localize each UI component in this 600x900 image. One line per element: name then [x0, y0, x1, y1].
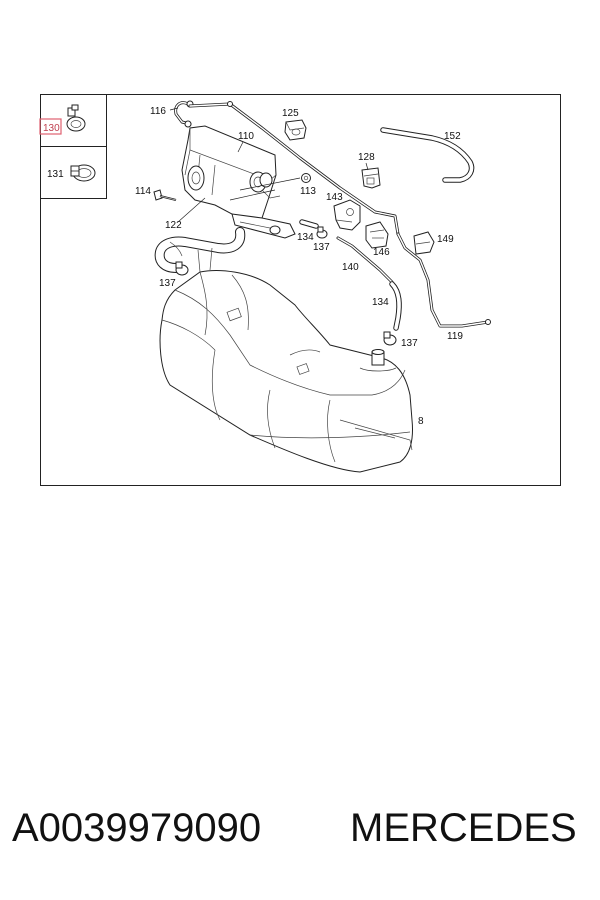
vent-line-long	[188, 101, 400, 236]
fuel-tank-8	[159, 270, 413, 473]
clamp-137-lower-right	[383, 331, 397, 346]
callout-128[interactable]: 128	[358, 152, 375, 163]
hose-134-upper	[299, 219, 319, 229]
callout-137-lower-right[interactable]: 137	[401, 338, 418, 349]
clip-146	[365, 221, 389, 249]
callout-131[interactable]: 131	[47, 169, 64, 180]
clamp-137-upper	[316, 226, 328, 239]
hose-152	[380, 127, 475, 183]
callout-110[interactable]: 110	[238, 131, 254, 142]
callout-114[interactable]: 114	[135, 186, 151, 197]
callout-119[interactable]: 119	[447, 331, 463, 342]
footer: A0039979090 MERCEDES	[0, 800, 600, 860]
callout-134-upper[interactable]: 134	[297, 232, 314, 243]
callout-134-lower[interactable]: 134	[372, 297, 389, 308]
callout-130[interactable]: 130	[43, 123, 60, 134]
inset-panel	[40, 94, 107, 199]
pipe-119	[396, 232, 491, 328]
callout-143[interactable]: 143	[326, 192, 343, 203]
clip-128	[361, 167, 381, 189]
nut-113	[301, 173, 311, 183]
rubber-mount-125	[284, 119, 307, 141]
callout-152[interactable]: 152	[444, 131, 461, 142]
callout-116[interactable]: 116	[150, 106, 166, 117]
callout-8[interactable]: 8	[418, 416, 424, 427]
brand-name: MERCEDES	[350, 806, 577, 850]
hose-clamp-131-icon	[70, 164, 96, 182]
callout-125[interactable]: 125	[282, 108, 299, 119]
hose-122	[154, 227, 246, 273]
hose-134-lower	[389, 281, 402, 331]
pipe-140	[336, 236, 394, 284]
clip-149	[413, 231, 435, 255]
callout-122[interactable]: 122	[165, 220, 182, 231]
screw-114	[153, 189, 177, 201]
bracket-143	[333, 199, 361, 231]
callout-137-lower-left[interactable]: 137	[159, 278, 176, 289]
callout-137-upper[interactable]: 137	[313, 242, 330, 253]
charcoal-canister-110	[181, 125, 296, 239]
callout-130-highlight[interactable]	[39, 118, 62, 135]
part-number: A0039979090	[12, 806, 262, 850]
callout-113[interactable]: 113	[300, 186, 316, 197]
callout-149[interactable]: 149	[437, 234, 454, 245]
callout-146[interactable]: 146	[373, 247, 390, 258]
clamp-137-lower-left	[175, 261, 189, 276]
callout-140[interactable]: 140	[342, 262, 359, 273]
hose-clamp-130-icon	[66, 104, 86, 132]
diagram-frame	[40, 94, 561, 486]
